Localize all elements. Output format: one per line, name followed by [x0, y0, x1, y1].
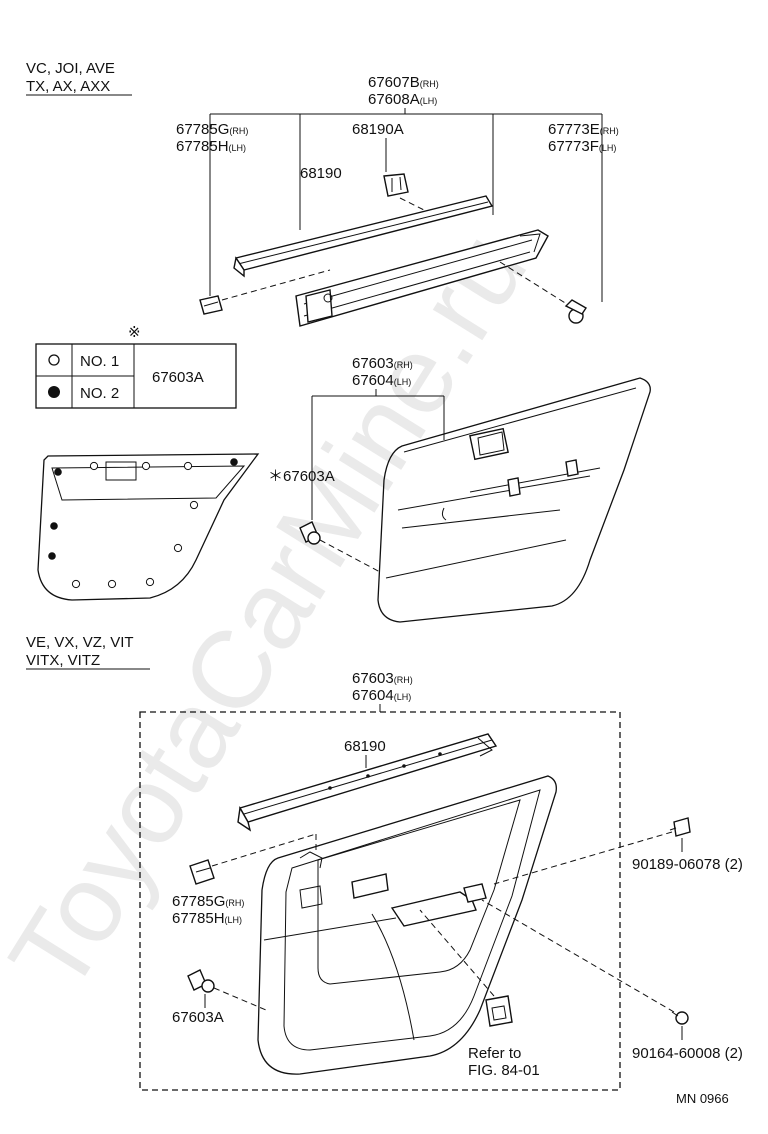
label-90164: 90164-60008 (2) [632, 1045, 743, 1062]
moulding-68190 [233, 195, 494, 278]
clip-67785G-lower [189, 859, 215, 885]
label-67607B: 67607B(RH) [368, 74, 439, 91]
label-67785G-lower: 67785G(RH) [172, 893, 244, 910]
clip-67785G [199, 295, 223, 315]
clip-position-panel [37, 453, 260, 601]
moulding-68190-lower [237, 733, 498, 832]
label-67608A: 67608A(LH) [368, 91, 437, 108]
legend-no2: NO. 2 [80, 385, 119, 402]
refer-line1: Refer to [468, 1045, 521, 1062]
clip-68190A [383, 173, 409, 197]
label-67785H-lower: 67785H(LH) [172, 910, 242, 927]
door-trim-panel-upper [377, 377, 651, 623]
clip-67773E [564, 299, 587, 324]
label-67604-lower: 67604(LH) [352, 687, 411, 704]
label-90189: 90189-06078 (2) [632, 856, 743, 873]
label-67785H: 67785H(LH) [176, 138, 246, 155]
label-67604-upper: 67604(LH) [352, 372, 411, 389]
switch-bezel [485, 995, 513, 1027]
legend-open-circle [48, 354, 60, 366]
assembly-box [139, 711, 621, 1091]
section1-models-line1: VC, JOI, AVE [26, 60, 115, 77]
legend-filled-circle [48, 386, 60, 398]
legend-no1: NO. 1 [80, 353, 119, 370]
label-67603A-lower: 67603A [172, 1009, 224, 1026]
section2-models-line1: VE, VX, VZ, VIT [26, 634, 134, 651]
legend-part: 67603A [152, 369, 204, 386]
refer-line2: FIG. 84-01 [468, 1062, 540, 1079]
label-67603-upper: 67603(RH) [352, 355, 413, 372]
label-68190: 68190 [300, 165, 342, 182]
clip-67603A-lower [187, 969, 215, 993]
section2-models-line2: VITX, VITZ [26, 652, 100, 669]
screw-90164 [671, 1011, 689, 1025]
label-67773F: 67773F(LH) [548, 138, 616, 155]
label-67785G: 67785G(RH) [176, 121, 248, 138]
diagram-code: MN 0966 [676, 1091, 729, 1106]
label-68190A: 68190A [352, 121, 404, 138]
label-67773E: 67773E(RH) [548, 121, 619, 138]
clip-67603A-upper [299, 521, 321, 545]
clip-90189 [669, 817, 691, 837]
legend-table: NO. 1 NO. 2 67603A [35, 343, 237, 409]
section1-models-line2: TX, AX, AXX [26, 78, 110, 95]
door-trim-panel-lower [257, 775, 557, 1075]
label-68190-lower: 68190 [344, 738, 386, 755]
label-67603-lower: 67603(RH) [352, 670, 413, 687]
moulding-67607B [295, 229, 549, 327]
legend-mark: ※ [128, 324, 141, 341]
label-67603A-star: ＊67603A [268, 468, 335, 485]
